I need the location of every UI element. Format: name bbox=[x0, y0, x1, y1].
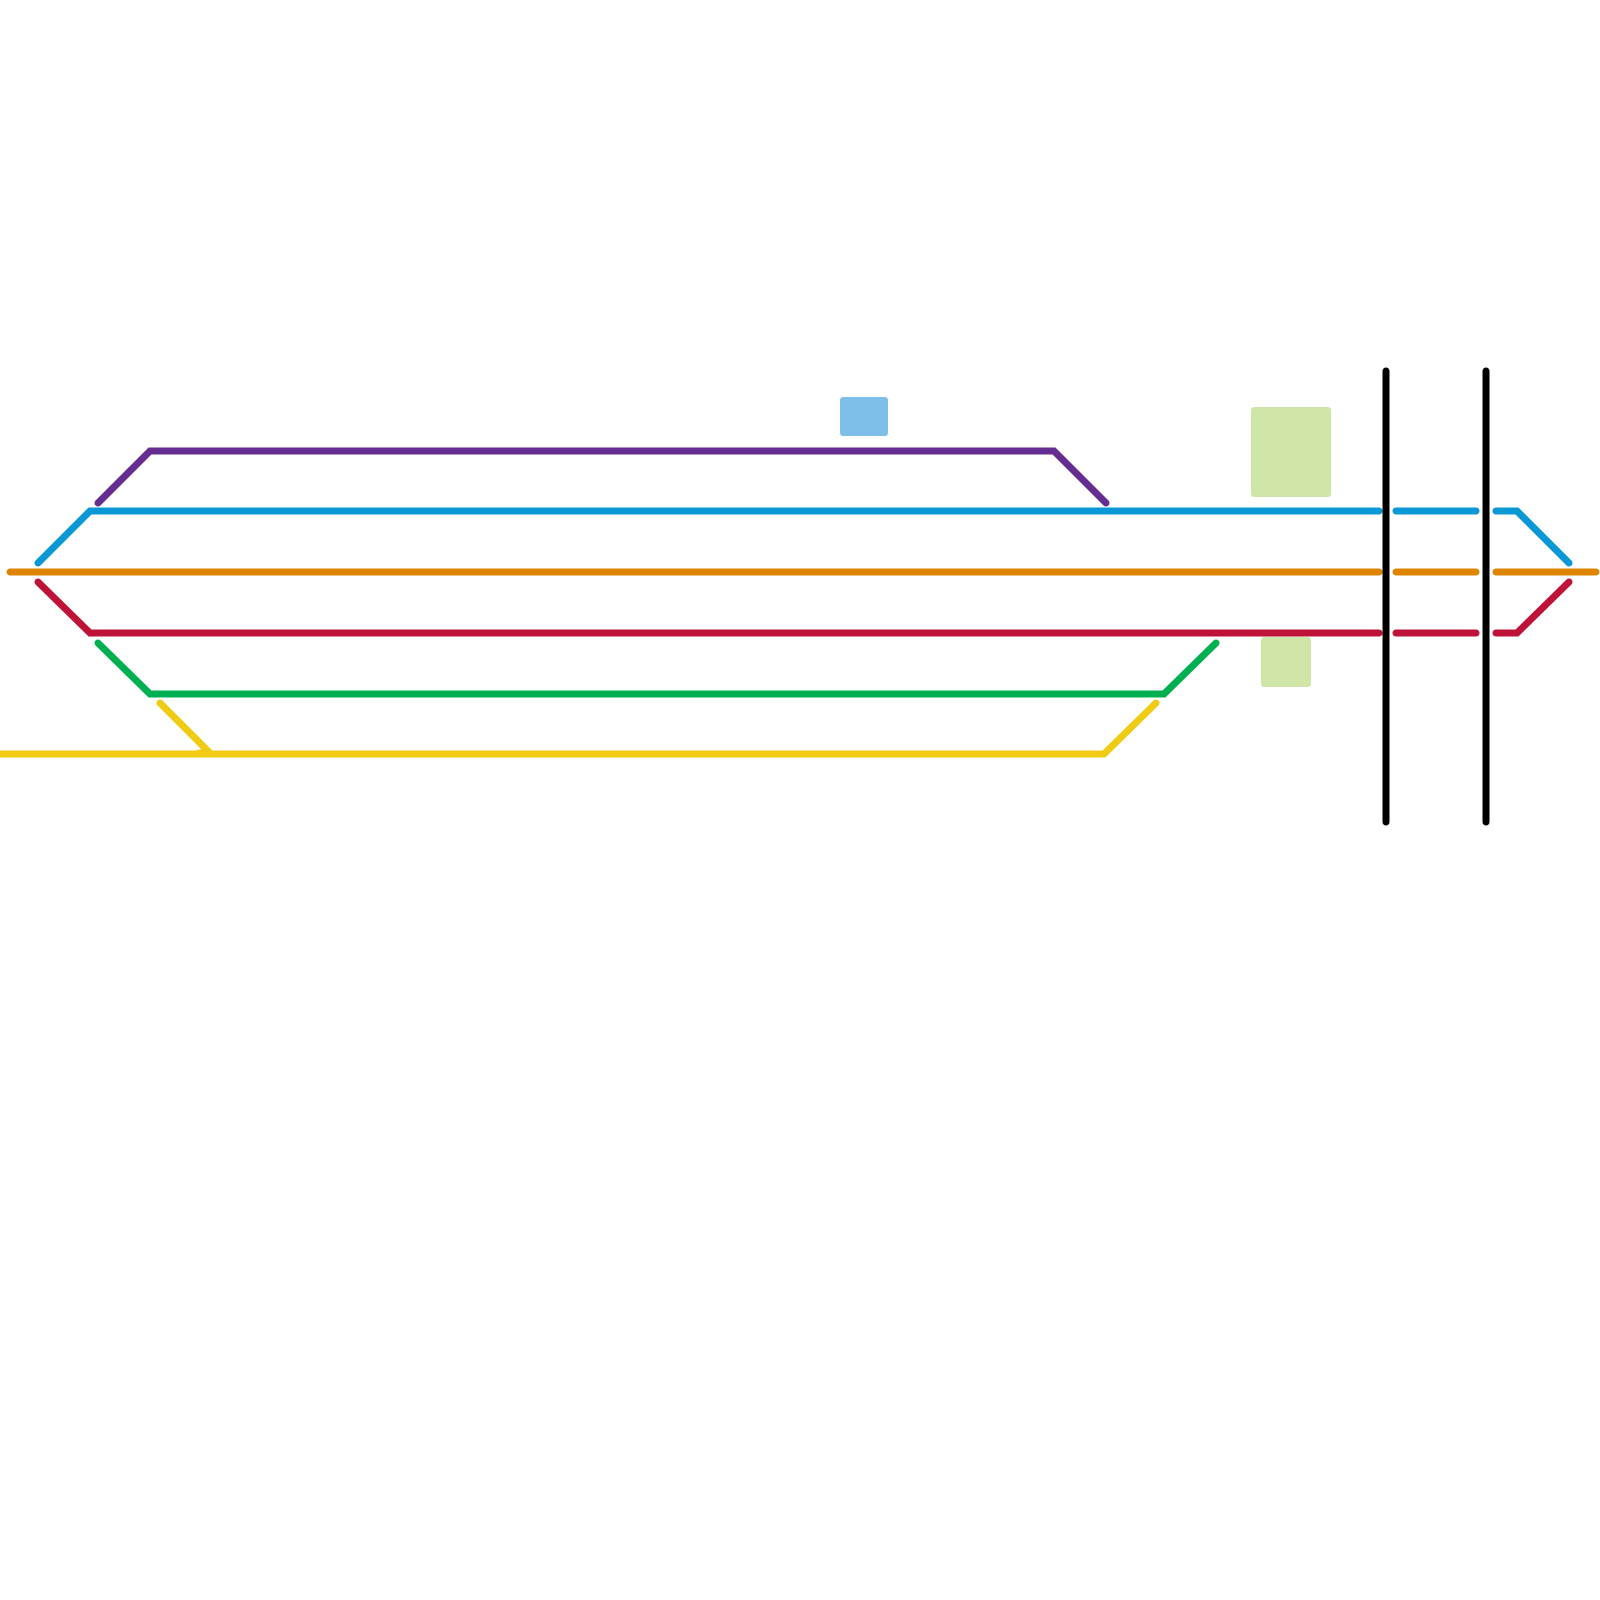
blue-area-marker bbox=[840, 397, 888, 436]
purple-line bbox=[94, 447, 1110, 507]
green-line-segment bbox=[94, 639, 1220, 698]
yellow-line-segment bbox=[0, 699, 1160, 758]
barrier-layer bbox=[1382, 367, 1490, 826]
yellow-line bbox=[0, 699, 1160, 758]
yellow-line-segment bbox=[156, 699, 215, 758]
area-layer bbox=[840, 397, 1331, 687]
red-line-segment bbox=[1492, 578, 1573, 637]
blue-line bbox=[34, 507, 1573, 567]
green-line bbox=[94, 639, 1220, 698]
blue-line-segment bbox=[34, 507, 1383, 567]
purple-line-segment bbox=[94, 447, 1110, 507]
green-area-upper bbox=[1251, 407, 1331, 497]
blue-line-segment bbox=[1492, 507, 1573, 567]
red-line bbox=[34, 578, 1573, 637]
red-line-segment bbox=[34, 578, 1383, 637]
green-area-lower bbox=[1261, 637, 1311, 687]
track-layer bbox=[0, 447, 1600, 758]
